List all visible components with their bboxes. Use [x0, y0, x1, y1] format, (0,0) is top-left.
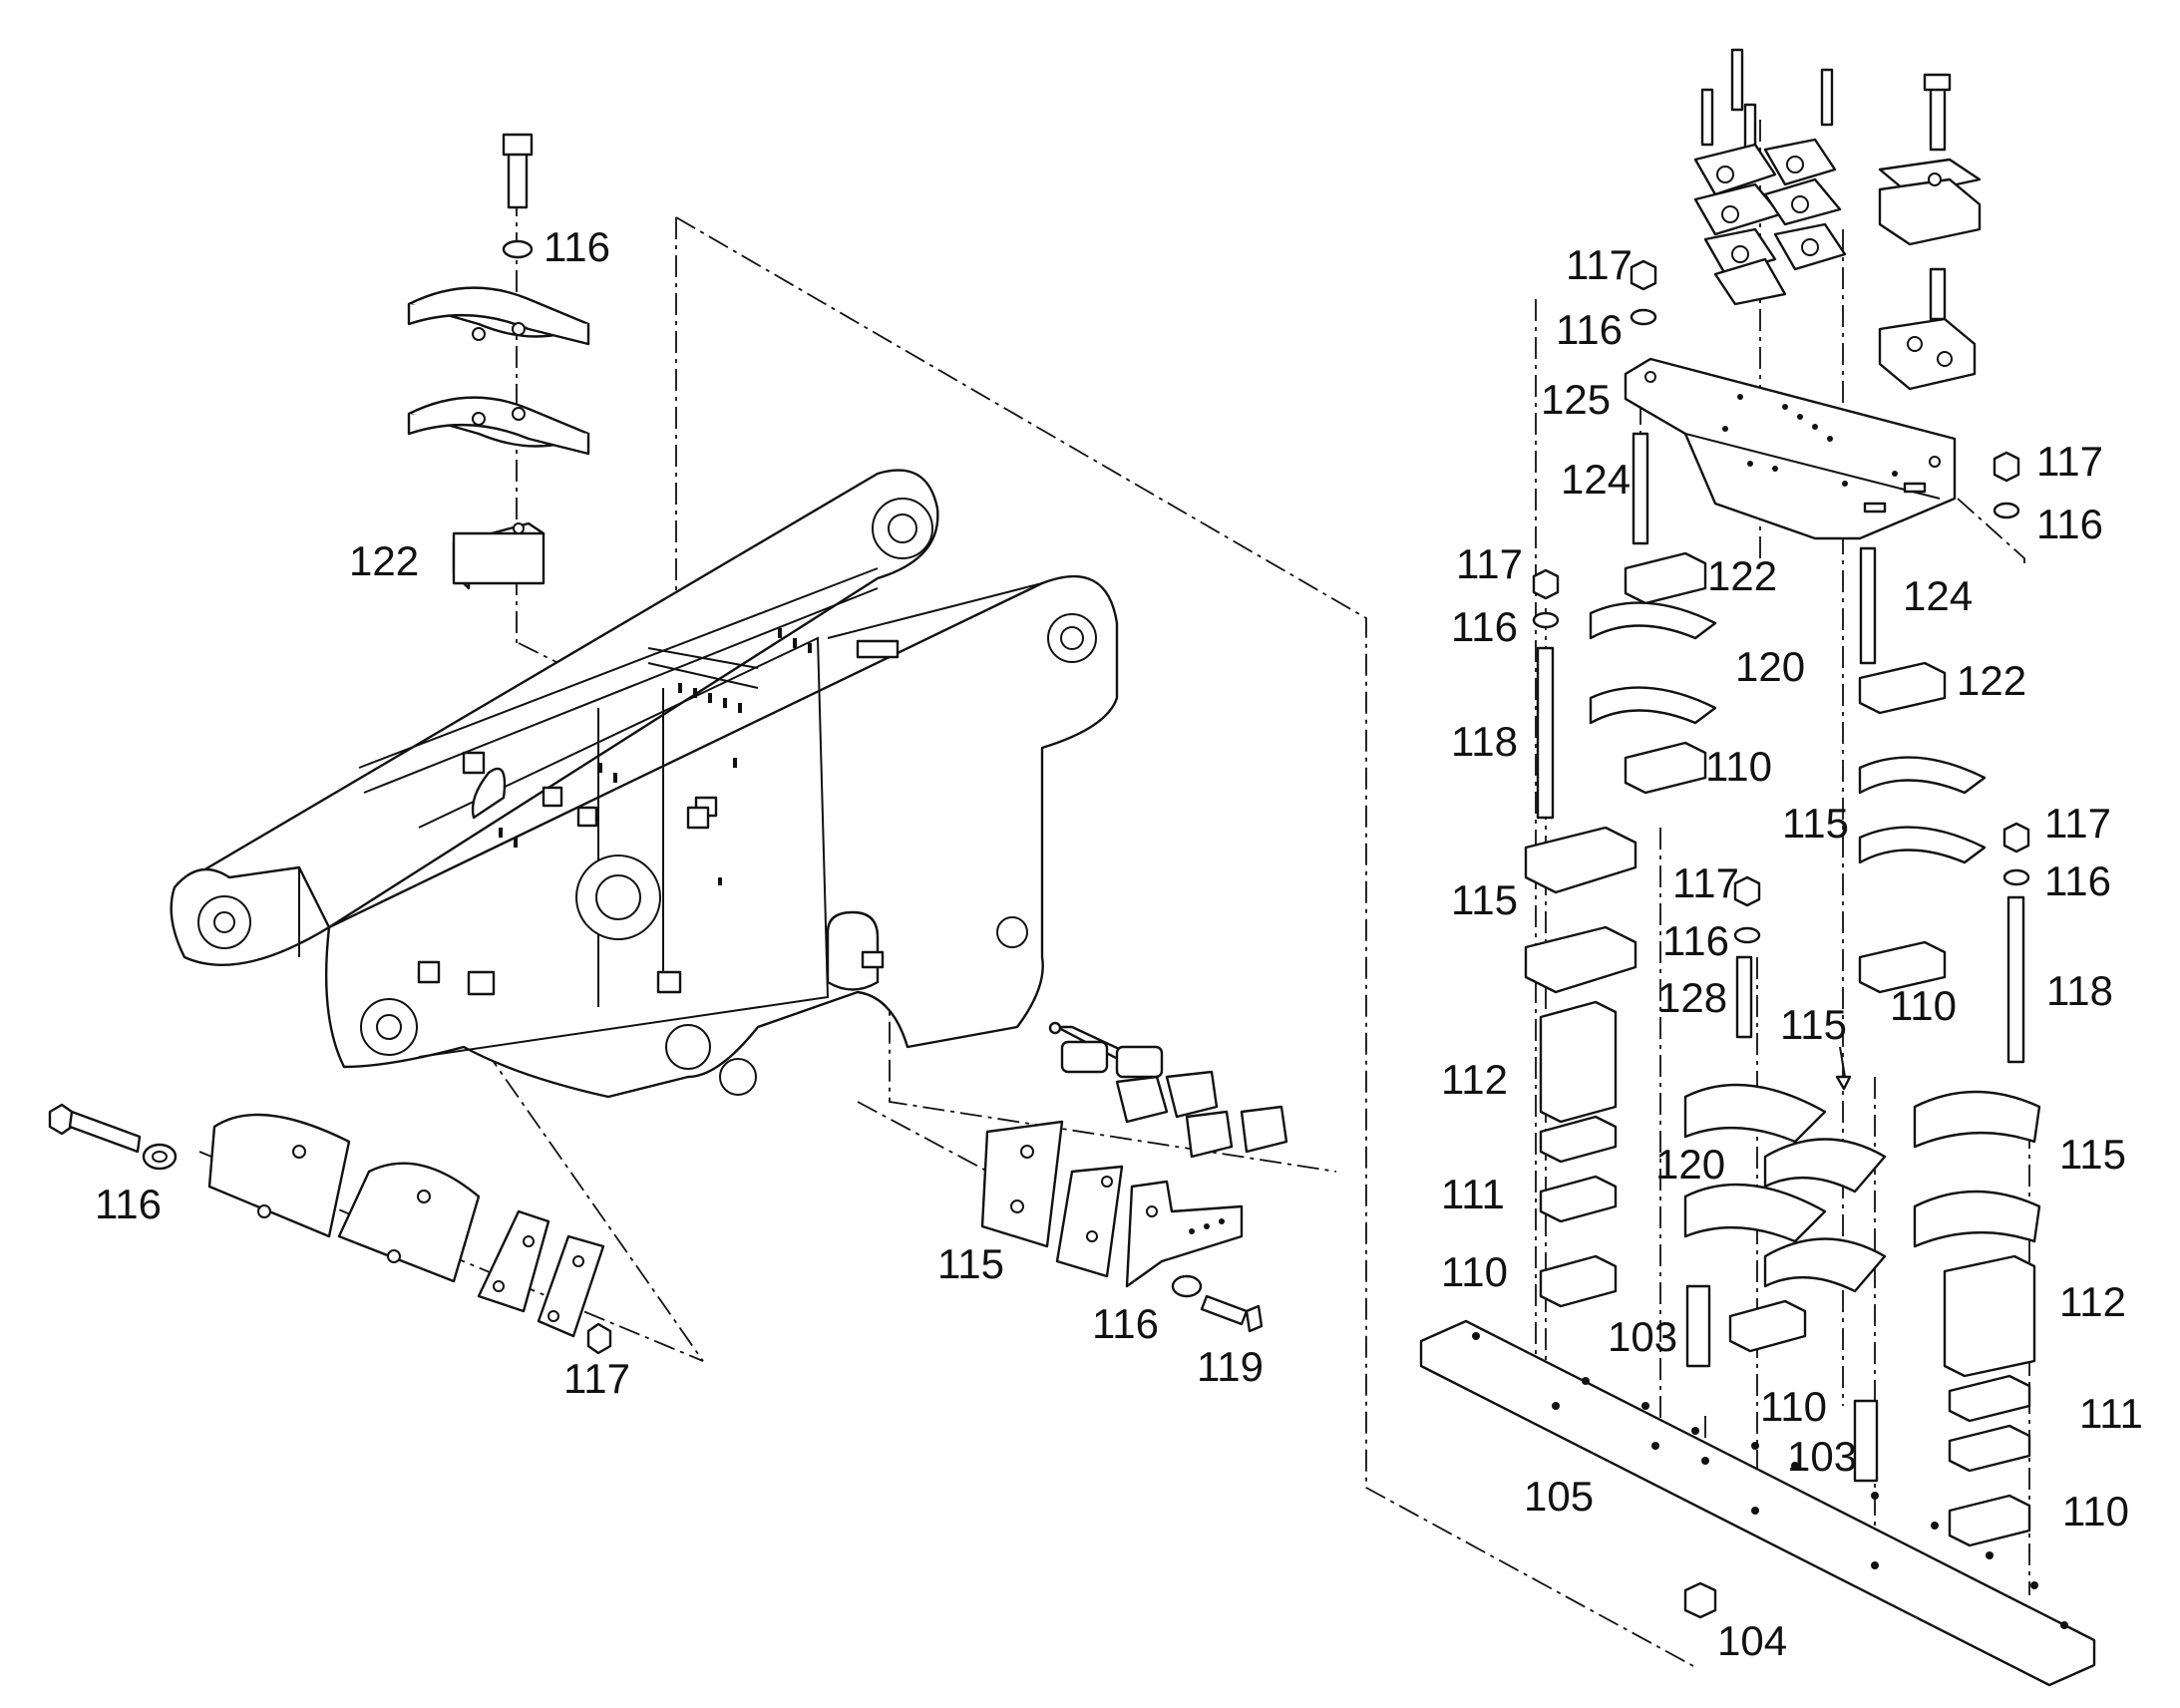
- label-117-r4: 117: [1672, 859, 1739, 906]
- label-120-b: 120: [1655, 1141, 1725, 1188]
- label-117-r1: 117: [1566, 241, 1633, 288]
- label-112-a: 112: [1441, 1056, 1508, 1103]
- label-105: 105: [1524, 1473, 1594, 1520]
- label-111-b: 111: [2079, 1390, 2143, 1437]
- part-labels: 116 122 116 117 115 116 119 117 116 125 …: [95, 223, 2143, 1664]
- label-115-b: 115: [1451, 876, 1518, 923]
- label-122-b: 122: [1957, 657, 2026, 704]
- label-124-b: 124: [1903, 572, 1973, 619]
- plate-125-holes: [1644, 371, 1941, 513]
- label-117-r2: 117: [2036, 438, 2103, 485]
- label-122-a: 122: [1707, 552, 1777, 599]
- base-plate-holes: [1472, 1332, 2068, 1629]
- bracket-group-middle: [980, 1021, 1288, 1333]
- label-115-d: 115: [2059, 1131, 2126, 1178]
- nut-washer-set: [1532, 259, 2030, 944]
- label-118-b: 118: [2046, 967, 2113, 1014]
- label-128: 128: [1657, 974, 1727, 1021]
- label-115-c: 115: [1780, 1001, 1847, 1048]
- boom-frame: [170, 469, 1119, 1099]
- top-clamp-cluster: [1693, 48, 1982, 391]
- label-111-a: 111: [1441, 1171, 1505, 1217]
- clamp-stack-left: [407, 133, 590, 590]
- label-112-b: 112: [2059, 1278, 2126, 1325]
- label-116-r1: 116: [1556, 306, 1623, 353]
- label-116-r2: 116: [2036, 501, 2103, 547]
- label-116-r4: 116: [1662, 917, 1729, 964]
- clamp-stack-bottom-left: [48, 1103, 612, 1355]
- label-110-b: 110: [1890, 982, 1957, 1029]
- label-125: 125: [1541, 376, 1611, 423]
- label-110-d: 110: [1760, 1383, 1827, 1430]
- left-column-blocks: [1524, 551, 1717, 1308]
- label-118-a: 118: [1451, 718, 1518, 765]
- label-120-a: 120: [1735, 643, 1805, 690]
- label-103-b: 103: [1787, 1433, 1857, 1480]
- label-103-a: 103: [1608, 1313, 1677, 1360]
- label-117-r3: 117: [1456, 540, 1523, 587]
- label-116-r3: 116: [1451, 603, 1518, 650]
- label-122-left: 122: [349, 537, 419, 584]
- label-124-a: 124: [1561, 456, 1631, 503]
- label-110-e: 110: [2062, 1488, 2129, 1535]
- center-clamps: [1683, 1046, 1887, 1353]
- label-116-top: 116: [544, 223, 610, 270]
- label-110-a: 110: [1705, 743, 1772, 790]
- label-117-bottom-left: 117: [563, 1355, 630, 1402]
- label-115-middle: 115: [937, 1240, 1004, 1287]
- label-116-r5: 116: [2044, 857, 2111, 904]
- label-110-c: 110: [1441, 1248, 1508, 1295]
- label-119: 119: [1197, 1343, 1264, 1390]
- label-116-bottom-left: 116: [95, 1181, 162, 1227]
- label-116-middle: 116: [1092, 1300, 1159, 1347]
- right-assembly: [1419, 48, 2096, 1687]
- label-117-r5: 117: [2044, 800, 2111, 847]
- label-115-a: 115: [1782, 800, 1849, 847]
- label-104: 104: [1717, 1617, 1787, 1664]
- right-column-blocks: [1858, 661, 2041, 1547]
